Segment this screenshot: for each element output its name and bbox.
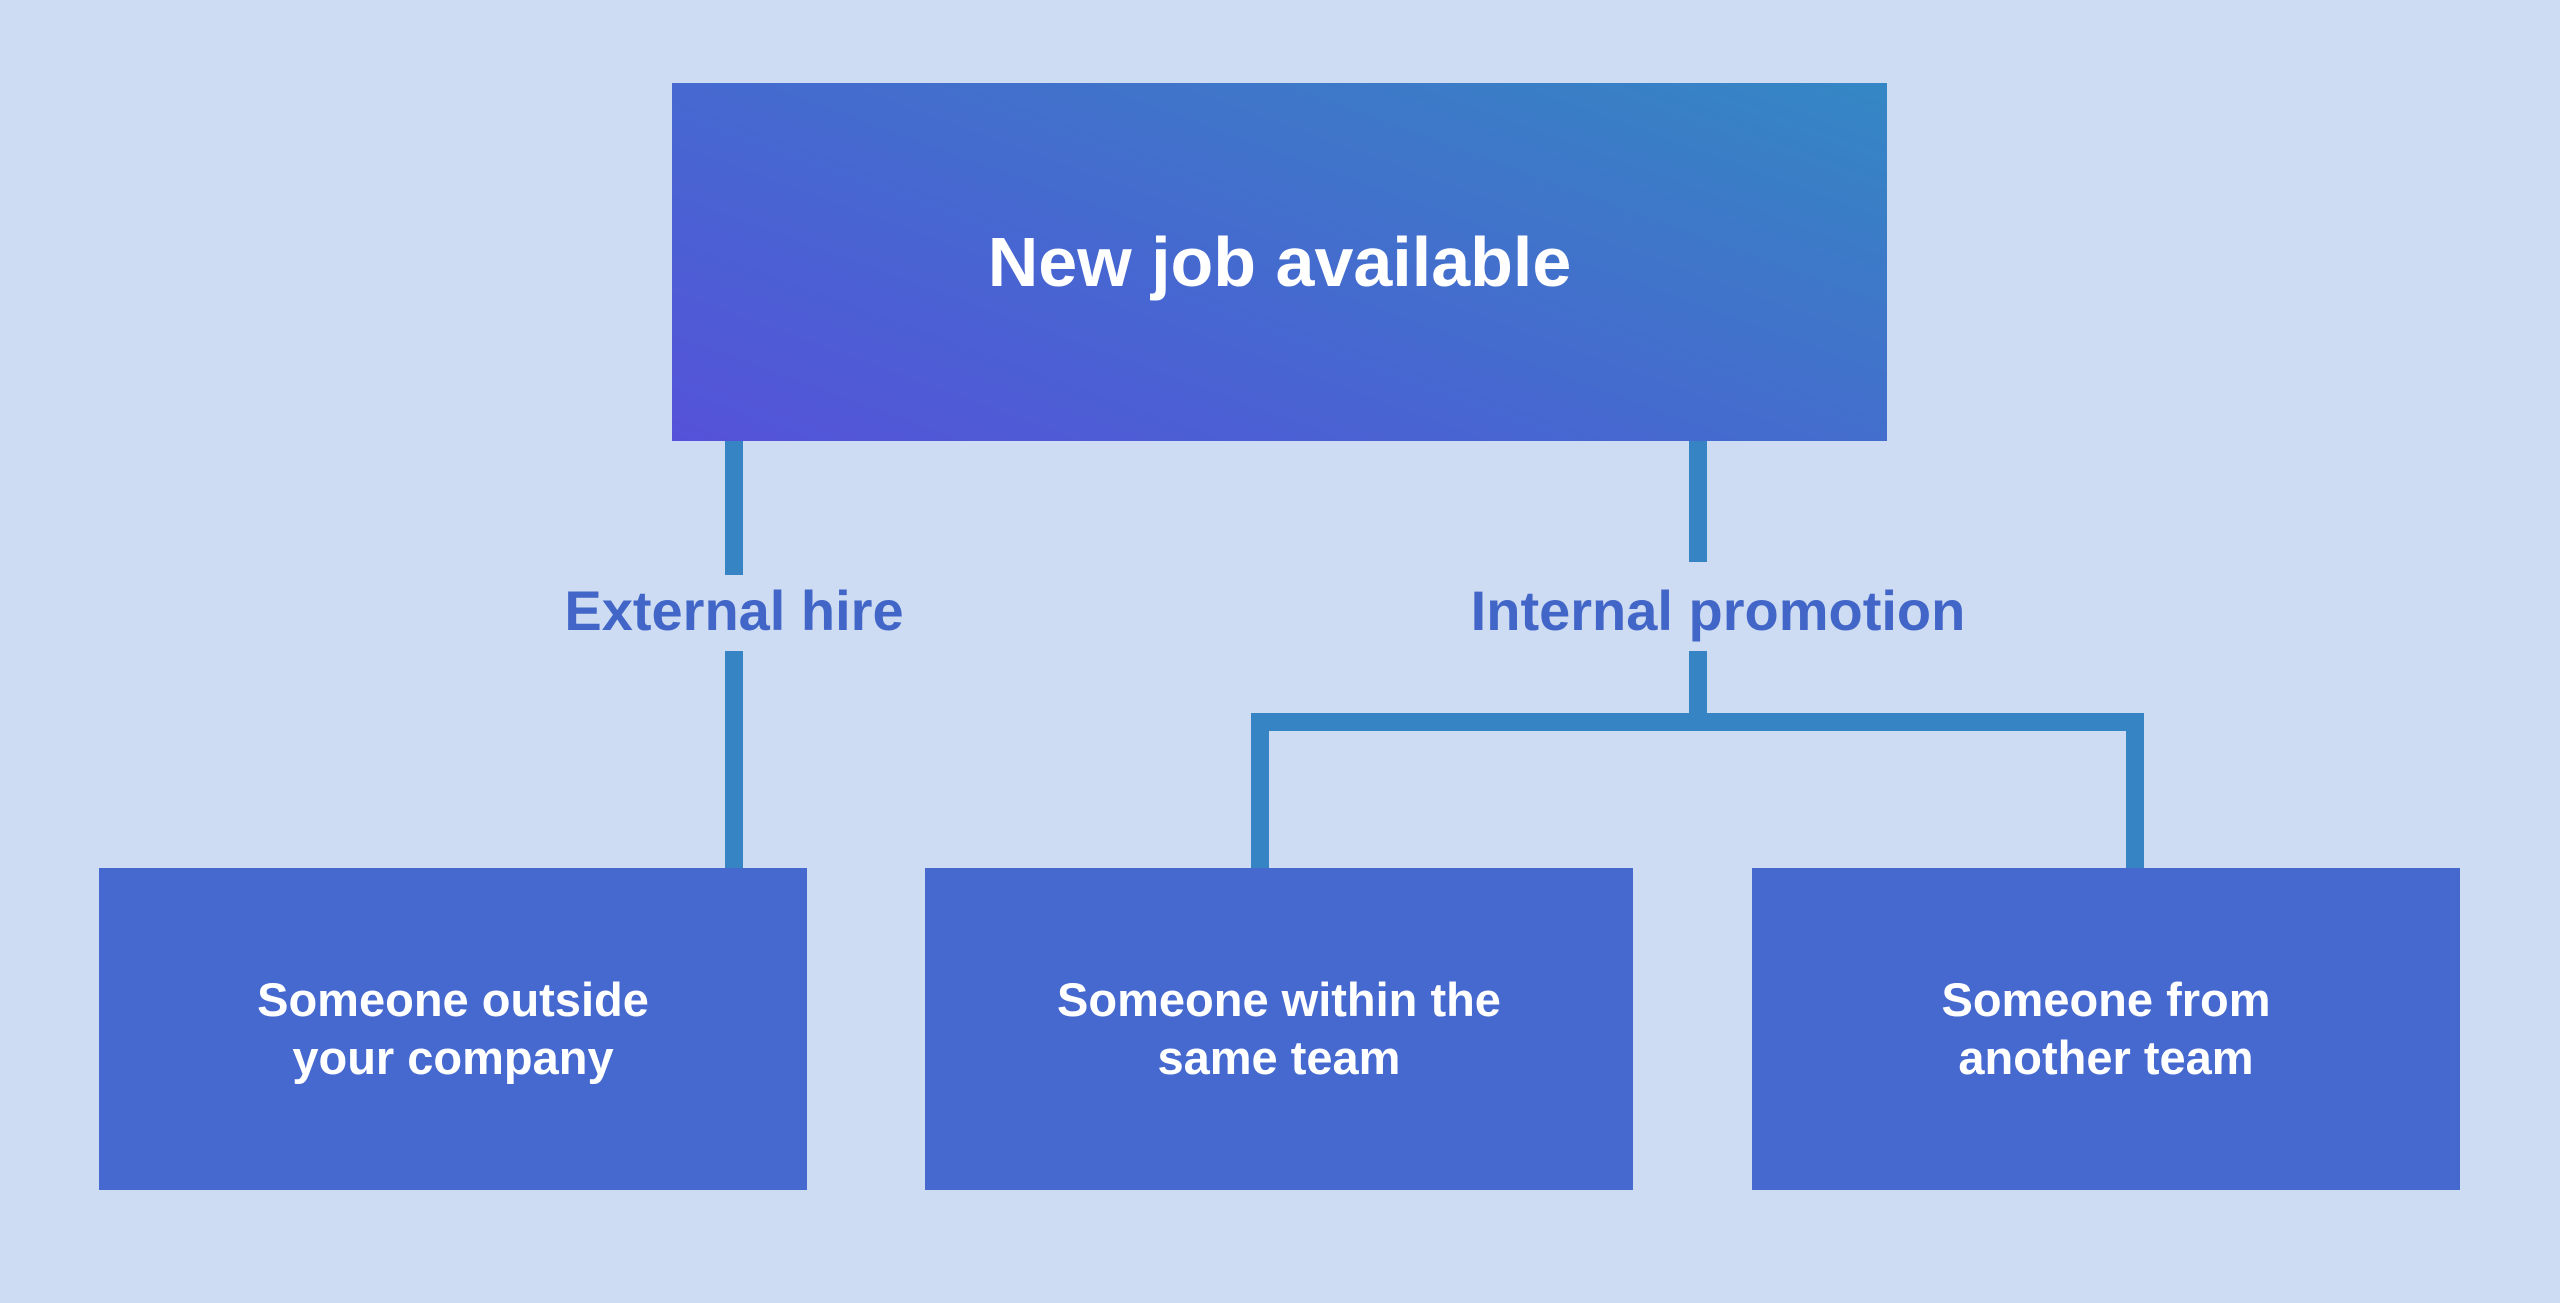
- connector-root-to-internal-promotion: [1689, 441, 1707, 562]
- connector-root-to-external-hire: [725, 441, 743, 575]
- leaf-node-label: Someone within the same team: [1057, 973, 1501, 1084]
- leaf-node-label: Someone outside your company: [257, 973, 649, 1084]
- leaf-node-outside-company: Someone outside your company: [99, 868, 807, 1190]
- leaf-node-label: Someone from another team: [1941, 973, 2271, 1084]
- leaf-node-another-team: Someone from another team: [1752, 868, 2460, 1190]
- branch-label-internal-promotion: Internal promotion: [1470, 579, 1966, 642]
- leaf-node-same-team: Someone within the same team: [925, 868, 1633, 1190]
- connector-internal-promotion-split: [1251, 713, 2144, 731]
- root-node-label: New job available: [987, 223, 1572, 301]
- connector-split-to-another-team: [2126, 713, 2144, 868]
- branch-label-external-hire: External hire: [564, 579, 904, 642]
- connector-external-hire-to-outside-company: [725, 651, 743, 868]
- connector-split-to-same-team: [1251, 713, 1269, 868]
- connector-internal-promotion-down: [1689, 651, 1707, 714]
- root-node: New job available: [672, 83, 1887, 441]
